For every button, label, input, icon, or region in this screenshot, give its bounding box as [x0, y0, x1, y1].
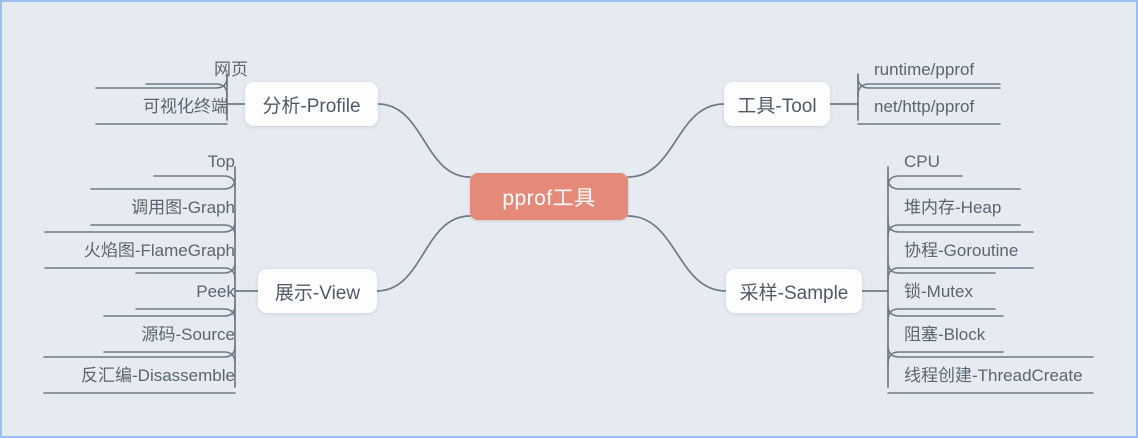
leaf-node-label: 调用图-Graph [131, 197, 235, 217]
branch-node-label: 采样-Sample [739, 282, 849, 304]
leaf-node-peek[interactable]: Peek [142, 273, 235, 309]
leaf-node-net-http-pprof[interactable]: net/http/pprof [874, 88, 994, 124]
branch-node-工具-tool[interactable]: 工具-Tool [724, 82, 830, 126]
leaf-node-调用图-graph[interactable]: 调用图-Graph [97, 189, 235, 225]
root-node-label: pprof工具 [502, 186, 596, 210]
leaf-node-label: 锁-Mutex [904, 281, 973, 301]
leaf-node-label: net/http/pprof [874, 96, 975, 116]
leaf-node-label: CPU [904, 151, 940, 171]
leaf-node-runtime-pprof[interactable]: runtime/pprof [874, 54, 994, 84]
branch-node-展示-view[interactable]: 展示-View [258, 269, 377, 313]
leaf-node-label: Peek [196, 281, 235, 301]
branch-node-label: 展示-View [274, 282, 361, 304]
leaf-node-锁-mutex[interactable]: 锁-Mutex [904, 273, 989, 309]
leaf-node-label: 网页 [214, 59, 248, 79]
leaf-node-源码-source[interactable]: 源码-Source [110, 316, 235, 352]
leaf-node-label: runtime/pprof [874, 59, 975, 79]
branch-node-分析-profile[interactable]: 分析-Profile [245, 82, 378, 126]
leaf-node-label: 可视化终端 [143, 96, 228, 116]
leaf-node-label: 协程-Goroutine [904, 240, 1019, 260]
leaf-node-堆内存-heap[interactable]: 堆内存-Heap [904, 189, 1014, 225]
leaf-node-top[interactable]: Top [160, 146, 235, 176]
leaf-node-火焰图-flamegraph[interactable]: 火焰图-FlameGraph [51, 232, 235, 268]
root-node[interactable]: pprof工具 [470, 173, 628, 220]
leaf-node-label: 反汇编-Disassemble [81, 365, 235, 385]
leaf-node-label: 阻塞-Block [904, 324, 986, 344]
branch-node-采样-sample[interactable]: 采样-Sample [726, 269, 862, 313]
leaf-node-阻塞-block[interactable]: 阻塞-Block [904, 316, 997, 352]
leaf-node-线程创建-threadcreate[interactable]: 线程创建-ThreadCreate [904, 357, 1087, 393]
leaf-node-可视化终端[interactable]: 可视化终端 [102, 88, 228, 124]
leaf-node-反汇编-disassemble[interactable]: 反汇编-Disassemble [50, 357, 235, 393]
leaf-node-网页[interactable]: 网页 [152, 54, 248, 84]
branch-node-label: 分析-Profile [262, 95, 361, 117]
leaf-node-label: 源码-Source [141, 324, 235, 344]
branch-node-label: 工具-Tool [737, 95, 817, 117]
leaf-node-cpu[interactable]: CPU [904, 146, 956, 176]
leaf-node-协程-goroutine[interactable]: 协程-Goroutine [904, 232, 1027, 268]
leaf-node-label: 火焰图-FlameGraph [83, 240, 235, 260]
leaf-node-label: 堆内存-Heap [904, 197, 1002, 217]
leaf-node-label: 线程创建-ThreadCreate [904, 365, 1083, 385]
leaf-node-label: Top [207, 151, 235, 171]
